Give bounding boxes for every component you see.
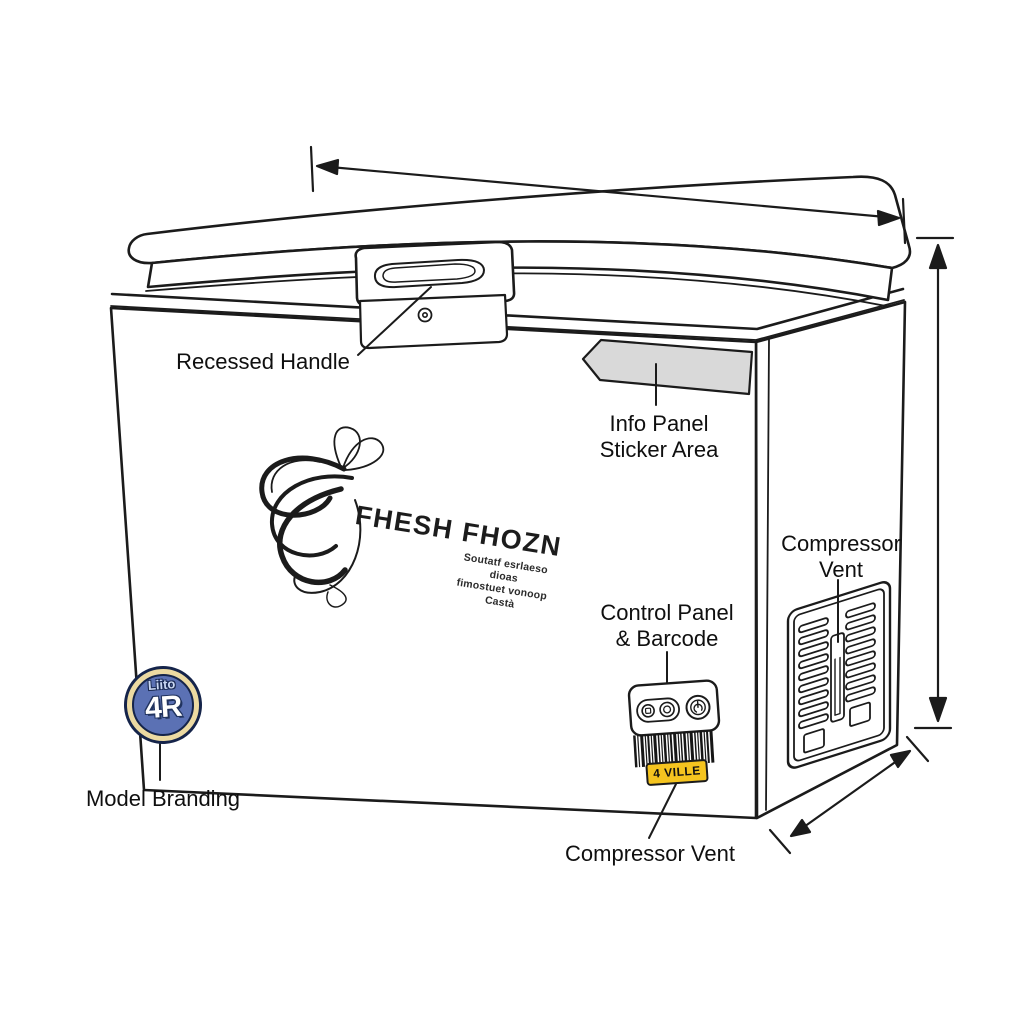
control-panel-pill <box>636 697 680 723</box>
width-dimension-arrow <box>309 145 907 245</box>
recessed-handle <box>354 240 516 350</box>
height-dimension-arrow <box>913 236 955 730</box>
lock-keyhole <box>421 311 428 318</box>
info-panel-sticker <box>581 338 754 396</box>
dimension-arrows <box>309 145 955 855</box>
compressor-vent-grille <box>786 580 892 769</box>
freezer-lid <box>127 175 912 307</box>
callout-compressor-vent-bottom: Compressor Vent <box>565 841 735 866</box>
vent-slats-left <box>798 617 829 730</box>
front-right-corner-line <box>765 338 770 811</box>
display-icon <box>641 704 655 718</box>
callout-compressor-vent-side-line1: Compressor <box>781 531 901 556</box>
leader-recessed-handle <box>357 286 432 356</box>
model-number-sticker: 4 VILLE <box>645 758 709 787</box>
vent-foot-right <box>849 701 871 727</box>
vent-center-channel <box>830 632 845 723</box>
dial-icon <box>659 701 675 718</box>
callout-info-panel: Info Panel Sticker Area <box>600 411 719 463</box>
power-icon-arc <box>693 703 703 714</box>
lid-gap-line <box>145 272 887 307</box>
callout-compressor-vent-side-line2: Vent <box>818 557 864 582</box>
depth-dimension-arrow <box>768 735 930 855</box>
vent-foot-left <box>803 728 825 754</box>
front-face <box>109 306 758 820</box>
power-icon <box>685 694 711 720</box>
rim-top-edge <box>110 287 905 331</box>
callout-info-panel-line2: Sticker Area <box>599 437 719 462</box>
handle-recess-inner <box>382 263 476 283</box>
handle-plate <box>358 293 509 350</box>
rim-bottom-edge <box>110 299 905 341</box>
badge-main-text: 4R <box>143 689 183 726</box>
dial-icon-glyph <box>663 705 672 714</box>
callout-model-branding: Model Branding <box>85 786 241 811</box>
callout-recessed-handle: Recessed Handle <box>176 349 350 374</box>
power-icon-ring <box>690 699 706 716</box>
callout-compressor-vent-side: Compressor Vent <box>781 531 901 583</box>
display-icon-glyph <box>644 707 652 715</box>
barcode <box>633 730 715 768</box>
callout-control-panel-line2: & Barcode <box>615 626 719 651</box>
swirl-logo <box>259 426 385 608</box>
vent-center-inner <box>834 656 841 716</box>
leader-compressor-vent-bottom <box>648 783 677 839</box>
callout-leader-lines <box>159 286 839 839</box>
callout-control-panel: Control Panel & Barcode <box>600 600 733 652</box>
control-panel <box>627 679 721 737</box>
handle-recess-outer <box>373 258 485 289</box>
callout-control-panel-line1: Control Panel <box>600 600 734 625</box>
callout-info-panel-line1: Info Panel <box>609 411 709 436</box>
vent-slats-right <box>845 602 876 703</box>
lock-icon <box>417 307 433 323</box>
